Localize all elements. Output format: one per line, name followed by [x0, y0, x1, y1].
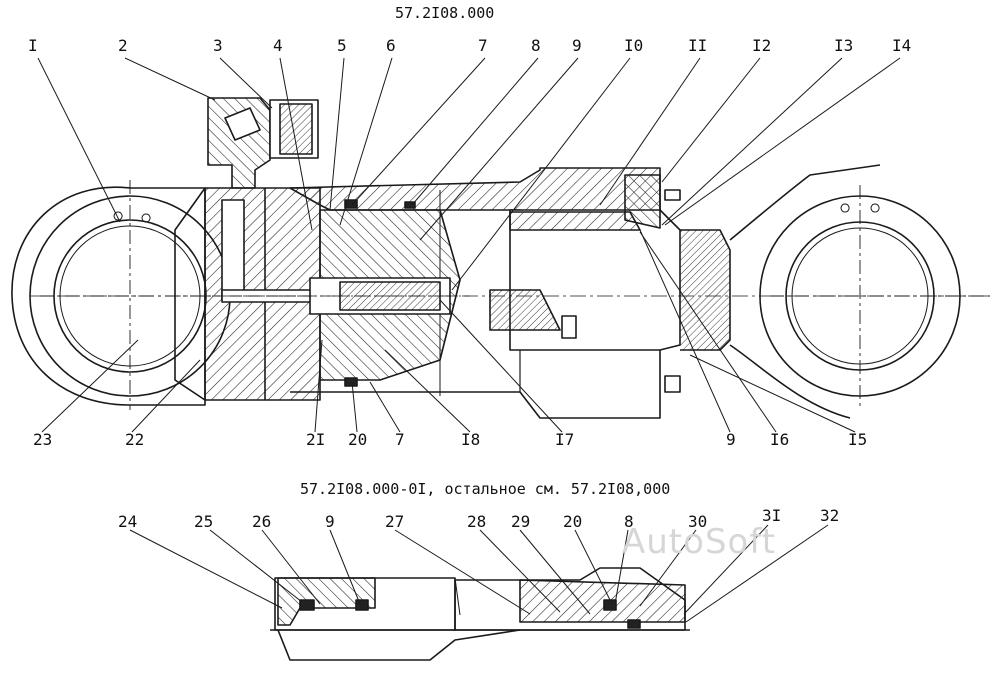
callout-label: 28 [467, 512, 487, 531]
callout-label: 2 [118, 36, 128, 55]
callout-label: 32 [820, 506, 840, 525]
right-eye [759, 185, 990, 410]
section-view [270, 567, 690, 661]
leaders-bottom [41, 229, 856, 433]
callout-label: I0 [624, 36, 644, 55]
callout-label: 23 [33, 430, 53, 449]
callout-label: I3 [834, 36, 854, 55]
rod-end [729, 164, 881, 419]
callout-label: 25 [194, 512, 214, 531]
drawing-title: 57.2I08.000 [395, 4, 495, 22]
callout-label: 9 [325, 512, 335, 531]
callout-label: I2 [752, 36, 772, 55]
callout-label: I5 [848, 430, 868, 449]
callout-label: I4 [892, 36, 912, 55]
callout-label: 5 [337, 36, 347, 55]
callout-label: 22 [125, 430, 145, 449]
callout-label: 9 [572, 36, 582, 55]
callout-label: I [28, 36, 38, 55]
left-eye [11, 180, 231, 410]
callout-label: 30 [688, 512, 708, 531]
piston [230, 199, 470, 387]
leaders-section [129, 524, 829, 623]
callout-label: 27 [385, 512, 405, 531]
head-block [174, 187, 331, 401]
leaders-top [37, 57, 901, 291]
variant-caption: 57.2I08.000-0I, остальное см. 57.2I08,00… [300, 480, 671, 498]
callout-label: I8 [461, 430, 481, 449]
callout-label: 7 [395, 430, 405, 449]
callout-label: 20 [348, 430, 368, 449]
callout-label: 8 [624, 512, 634, 531]
callout-label: 29 [511, 512, 531, 531]
callout-label: 24 [118, 512, 138, 531]
callout-label: 2I [306, 430, 326, 449]
callout-label: I6 [770, 430, 790, 449]
callout-label: 7 [478, 36, 488, 55]
callout-label: 3I [762, 506, 782, 525]
callout-label: II [688, 36, 708, 55]
callout-label: 3 [213, 36, 223, 55]
watermark-text: AutoSoft [622, 522, 777, 562]
callout-label: 20 [563, 512, 583, 531]
callout-label: 9 [726, 430, 736, 449]
callout-label: 6 [386, 36, 396, 55]
callout-label: 26 [252, 512, 272, 531]
callout-label: I7 [555, 430, 575, 449]
callout-label: 4 [273, 36, 283, 55]
callout-label: 8 [531, 36, 541, 55]
gland [489, 174, 731, 393]
